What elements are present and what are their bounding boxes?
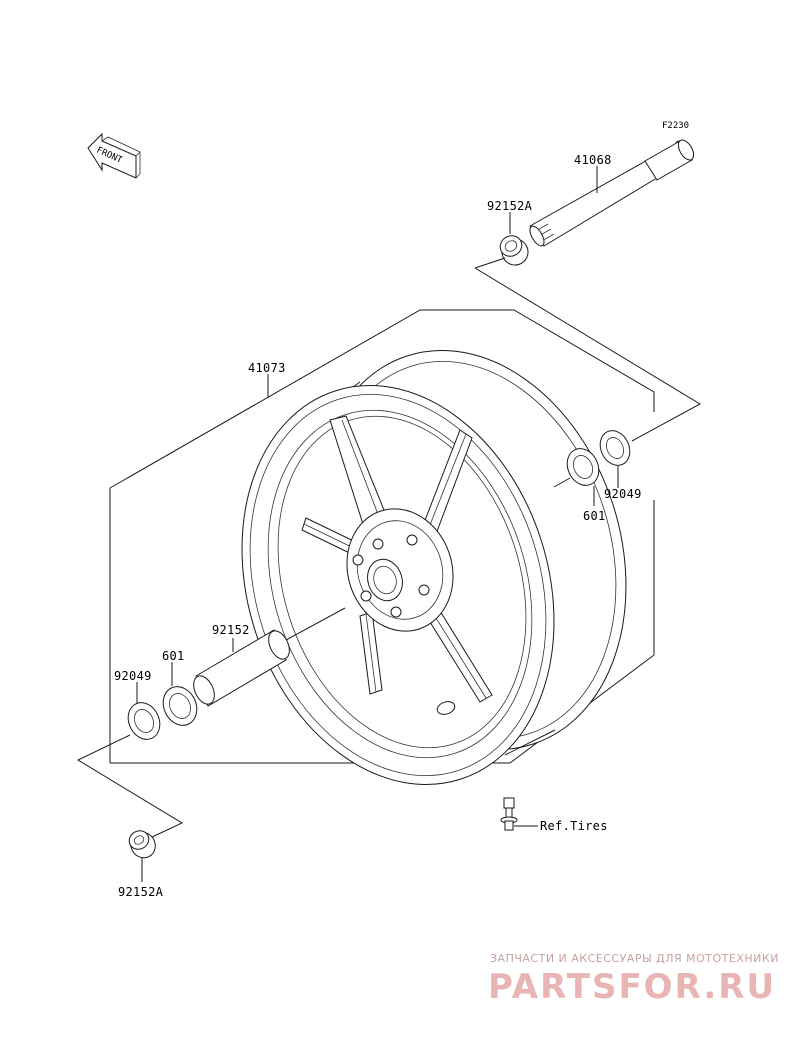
label-seal-right: 92049 (604, 487, 642, 501)
collar-bottom-92152A (128, 830, 156, 859)
valve-icon (500, 797, 518, 831)
wheel-41073 (241, 350, 627, 785)
label-spacer: 92152 (212, 623, 250, 637)
spacer-92152 (193, 629, 290, 707)
label-wheel: 41073 (248, 361, 286, 375)
figure-code: F2230 (662, 121, 689, 131)
label-bearing-right: 601 (583, 509, 606, 523)
collar-top-92152A (499, 235, 529, 266)
label-collar-bottom: 92152A (118, 885, 164, 899)
watermark-brand: PARTSFOR.RU (488, 967, 776, 1007)
label-axle: 41068 (574, 153, 612, 167)
bearing-left-601 (162, 686, 198, 726)
label-collar-top: 92152A (487, 199, 533, 213)
front-arrow-icon: FRONT (87, 132, 141, 179)
seal-right-92049 (599, 430, 631, 466)
axle-41068 (529, 139, 695, 247)
bearing-right-601 (566, 448, 600, 486)
watermark-tagline: ЗАПЧАСТИ И АКСЕССУАРЫ ДЛЯ МОТОТЕХНИКИ (490, 952, 779, 965)
ref-tires-label: Ref.Tires (540, 819, 608, 833)
seal-left-92049 (127, 702, 161, 740)
label-seal-left: 92049 (114, 669, 152, 683)
label-bearing-left: 601 (162, 649, 185, 663)
